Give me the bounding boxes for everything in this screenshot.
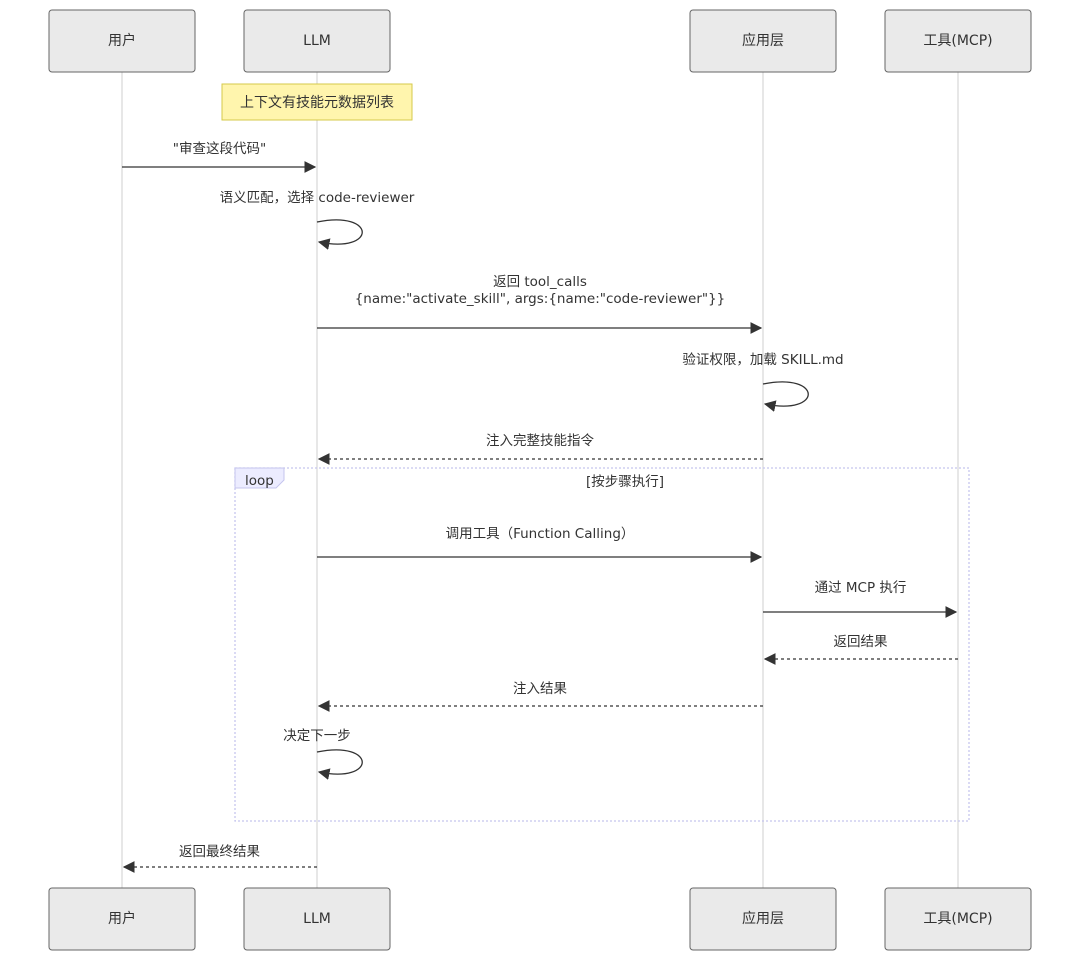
note: 上下文有技能元数据列表 bbox=[221, 83, 413, 121]
actor-app-bottom: 应用层 bbox=[689, 887, 837, 951]
message-2: 语义匹配，选择 code-reviewer bbox=[220, 190, 415, 250]
loop-label: loop bbox=[245, 473, 274, 489]
message-7: 通过 MCP 执行 bbox=[763, 580, 958, 618]
actor-user-bottom: 用户 bbox=[48, 887, 196, 951]
message-label: 通过 MCP 执行 bbox=[815, 580, 907, 596]
message-label: 决定下一步 bbox=[283, 728, 351, 744]
message-label: 返回结果 bbox=[834, 634, 888, 650]
actor-label: 工具(MCP) bbox=[923, 911, 992, 927]
message-3: 返回 tool_calls{name:"activate_skill", arg… bbox=[317, 274, 763, 334]
actor-label: 用户 bbox=[108, 910, 136, 927]
message-1: "审查这段代码" bbox=[122, 140, 317, 173]
message-6: 调用工具（Function Calling） bbox=[317, 526, 763, 563]
loop-frame: loop [按步骤执行] bbox=[234, 467, 970, 822]
self-message-arrow bbox=[316, 219, 363, 250]
message-9: 注入结果 bbox=[317, 681, 763, 712]
actor-tool-bottom: 工具(MCP) bbox=[884, 887, 1032, 951]
message-label: 调用工具（Function Calling） bbox=[446, 526, 635, 542]
note-text: 上下文有技能元数据列表 bbox=[240, 95, 394, 111]
message-8: 返回结果 bbox=[763, 634, 958, 665]
actor-label: 用户 bbox=[108, 32, 136, 49]
actor-label: 工具(MCP) bbox=[923, 33, 992, 49]
actor-label: LLM bbox=[303, 33, 331, 49]
actor-llm-top: LLM bbox=[243, 9, 391, 73]
message-label: 注入结果 bbox=[513, 681, 567, 697]
message-label: 返回 tool_calls bbox=[493, 274, 587, 290]
message-label: 返回最终结果 bbox=[179, 844, 260, 860]
message-label: 语义匹配，选择 code-reviewer bbox=[220, 190, 415, 206]
message-5: 注入完整技能指令 bbox=[317, 433, 763, 465]
message-label: 注入完整技能指令 bbox=[486, 433, 594, 449]
actor-label: LLM bbox=[303, 911, 331, 927]
message-4: 验证权限，加载 SKILL.md bbox=[682, 351, 844, 412]
actor-llm-bottom: LLM bbox=[243, 887, 391, 951]
self-message-arrow bbox=[316, 749, 363, 780]
actor-label: 应用层 bbox=[742, 32, 784, 49]
message-11: 返回最终结果 bbox=[122, 844, 317, 873]
actor-label: 应用层 bbox=[742, 910, 784, 927]
message-label: {name:"activate_skill", args:{name:"code… bbox=[355, 291, 726, 307]
actor-app-top: 应用层 bbox=[689, 9, 837, 73]
message-label: 验证权限，加载 SKILL.md bbox=[682, 351, 843, 368]
self-message-arrow bbox=[762, 381, 809, 412]
actor-tool-top: 工具(MCP) bbox=[884, 9, 1032, 73]
loop-condition: [按步骤执行] bbox=[586, 474, 664, 490]
actor-user-top: 用户 bbox=[48, 9, 196, 73]
message-10: 决定下一步 bbox=[283, 728, 363, 780]
message-label: "审查这段代码" bbox=[173, 140, 266, 157]
